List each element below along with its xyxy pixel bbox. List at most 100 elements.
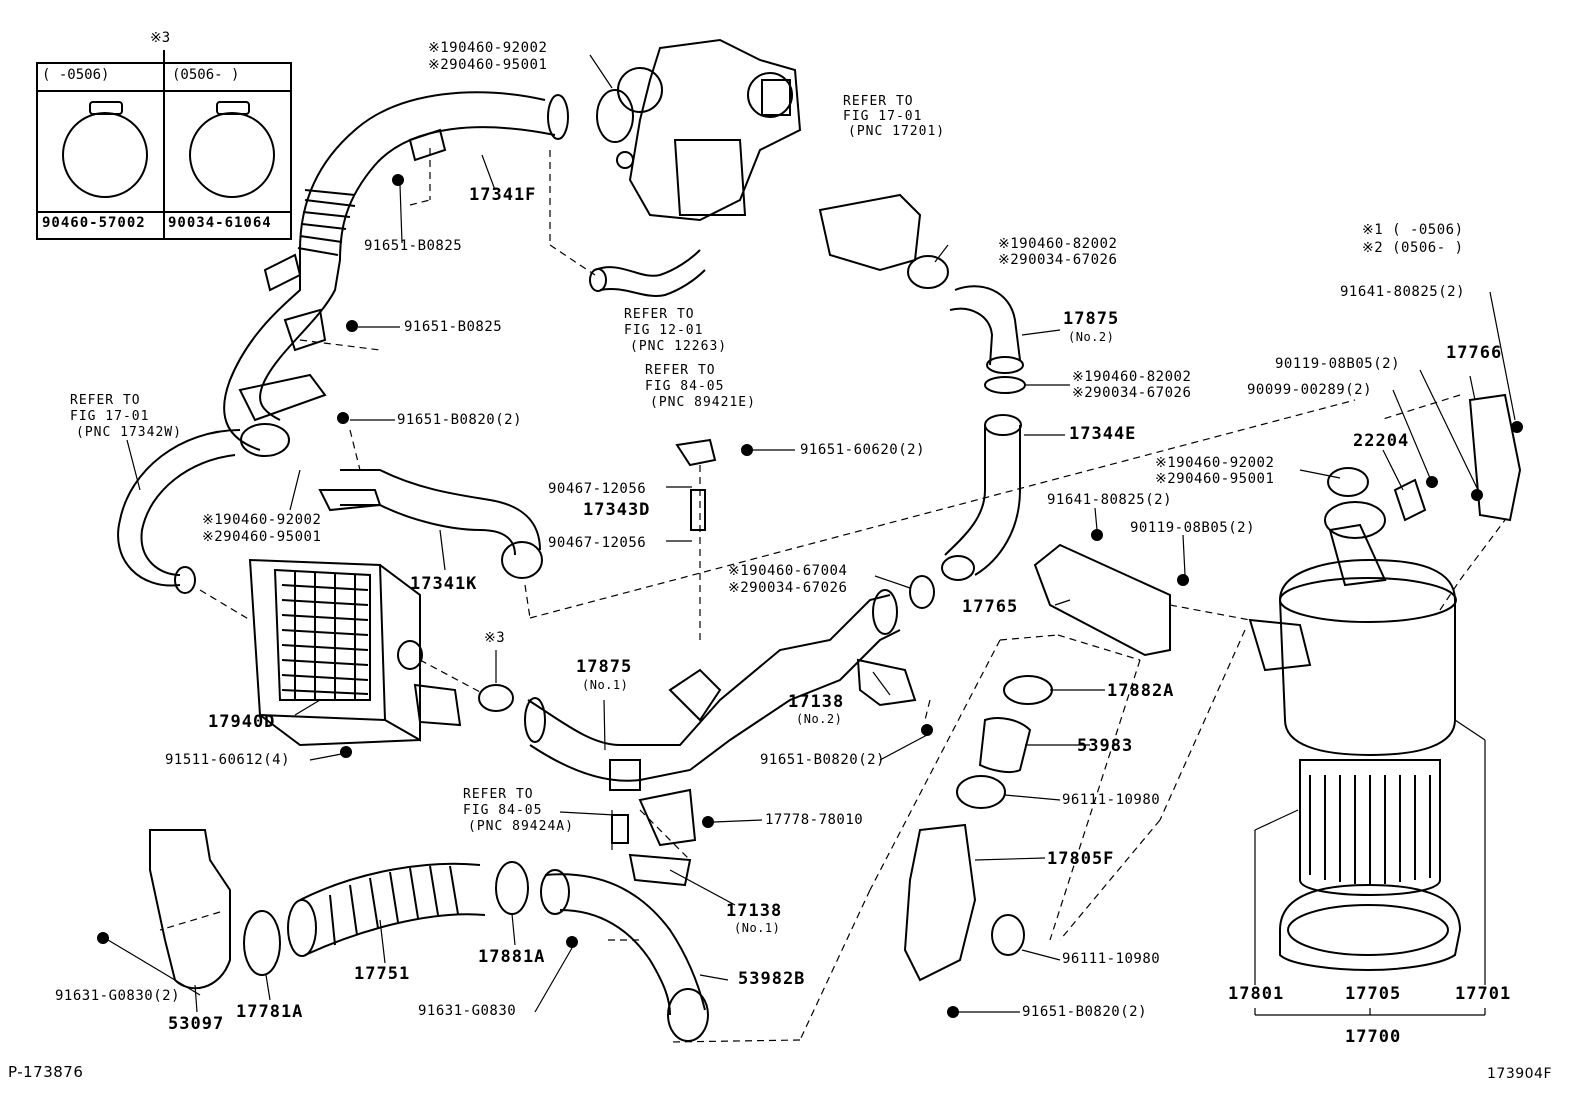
part-17138-no2: 17138: [788, 692, 845, 712]
part-82002-b-1: ※190460-82002: [1072, 369, 1192, 385]
part-90119-08B05-top: 90119-08B05(2): [1275, 356, 1401, 372]
part-91631-G0830: 91631-G0830: [418, 1003, 517, 1019]
hose-17341f: [223, 91, 569, 457]
part-53983: 53983: [1077, 736, 1134, 756]
part-91631-G0830-2: 91631-G0830(2): [55, 988, 181, 1004]
air-cleaner: [1248, 501, 1462, 972]
hose-12263: [594, 249, 706, 297]
clamp-82002-a: [907, 255, 949, 289]
pipe-17341k: [318, 469, 543, 579]
inset-mark: ※3: [150, 30, 171, 46]
part-17781A: 17781A: [236, 1002, 304, 1022]
part-17343D: 17343D: [583, 500, 651, 520]
inset-col2-header: (0506- ): [172, 67, 240, 83]
part-mark3: ※3: [484, 630, 506, 646]
throttle-piece: [818, 193, 922, 272]
ref-84-05-top-l1: REFER TO: [645, 363, 716, 378]
ref-84-05-top-l3: (PNC 89421E): [650, 395, 756, 410]
part-82002-b-2: ※290034-67026: [1072, 385, 1192, 401]
part-17875-no2: 17875: [1063, 309, 1120, 329]
inset-col1-part: 90460-57002: [42, 215, 146, 231]
part-17875-no1-sub: (No.1): [582, 678, 629, 692]
inset-col2-part: 90034-61064: [168, 215, 272, 231]
part-91641-80825-mid: 91641-80825(2): [1047, 492, 1173, 508]
hose-17342w-end: [174, 566, 196, 594]
part-17344E: 17344E: [1069, 424, 1137, 444]
hose-17344e: [944, 425, 1021, 576]
inset-box: [36, 50, 292, 240]
part-17882A: 17882A: [1107, 681, 1175, 701]
clamp-82002-b: [984, 376, 1026, 394]
hose-17343d: [690, 489, 706, 531]
ref-17-01-top-l1: REFER TO: [843, 94, 914, 109]
part-17138-no1: 17138: [726, 901, 783, 921]
ref-84-05-bottom-l3: (PNC 89424A): [468, 819, 574, 834]
hose-17751: [287, 862, 486, 957]
hose-17344e-end: [941, 555, 975, 581]
part-91651-B0825-b: 91651-B0825: [404, 319, 503, 335]
part-17138-no1-sub: (No.1): [734, 921, 781, 935]
ref-12-01-l2: FIG 12-01: [624, 323, 704, 338]
part-clamp-right-1: ※190460-92002: [1155, 455, 1275, 471]
clamp-17881a: [495, 861, 529, 915]
part-clamp-left-2: ※290460-95001: [202, 529, 322, 545]
clamp-mark3: [478, 684, 514, 712]
part-17766: 17766: [1446, 343, 1503, 363]
part-91651-B0820-2-b: 91651-B0820(2): [760, 752, 886, 768]
footer-right: 173904F: [1487, 1066, 1552, 1082]
part-91651-B0820-2-c: 91651-B0820(2): [1022, 1004, 1148, 1020]
elbow-17875-no2: [949, 285, 1021, 366]
clamp-mid: [909, 575, 935, 609]
hose-53982b: [540, 869, 709, 1042]
part-91511: 91511-60612(4): [165, 752, 291, 768]
part-91651-60620: 91651-60620(2): [800, 442, 926, 458]
part-17778: 17778-78010: [765, 812, 864, 828]
part-91651-B0820-2-a: 91651-B0820(2): [397, 412, 523, 428]
clamp-96111-b: [991, 914, 1025, 956]
part-17805F: 17805F: [1047, 849, 1115, 869]
inset-col1-header: ( -0506): [42, 67, 110, 83]
bolts: [97, 174, 1523, 1018]
part-82002-a-2: ※290034-67026: [998, 252, 1118, 268]
part-clamp-top-2: ※290460-95001: [428, 57, 548, 73]
part-53097: 53097: [168, 1014, 225, 1034]
ref-12-01-l1: REFER TO: [624, 307, 695, 322]
hose-17342w: [117, 429, 241, 587]
pipe-17875-no1: [524, 589, 901, 847]
part-22204: 22204: [1353, 431, 1410, 451]
part-17881A: 17881A: [478, 947, 546, 967]
ref-17-01-left-l3: (PNC 17342W): [76, 425, 182, 440]
legend-line2: ※2 (0506- ): [1362, 240, 1464, 256]
elbow-17875-no2-end: [986, 356, 1024, 374]
clamp-top: [596, 89, 634, 143]
sensor-22204: [1393, 478, 1427, 522]
clamp-right: [1327, 467, 1369, 497]
part-17875-no1: 17875: [576, 657, 633, 677]
footer-left: P-173876: [8, 1063, 84, 1081]
part-90467-a: 90467-12056: [548, 481, 647, 497]
part-53982B: 53982B: [738, 969, 806, 989]
part-91651-B0825-a: 91651-B0825: [364, 238, 463, 254]
part-17700: 17700: [1345, 1027, 1402, 1047]
part-clamp-right-2: ※290460-95001: [1155, 471, 1275, 487]
part-90099: 90099-00289(2): [1247, 382, 1373, 398]
hose-17344e-top: [984, 414, 1022, 436]
short-hose-left: [238, 373, 327, 422]
turbocharger: [616, 38, 802, 222]
part-17751: 17751: [354, 964, 411, 984]
sensor-89421e: [675, 438, 717, 467]
duct-53097: [149, 829, 231, 990]
part-17341F: 17341F: [469, 185, 537, 205]
bracket-17766: [1468, 393, 1522, 522]
part-82002-a-1: ※190460-82002: [998, 236, 1118, 252]
dashed-lines: [159, 148, 1506, 1043]
ref-12-01-l3: (PNC 12263): [630, 339, 728, 354]
part-17705: 17705: [1345, 984, 1402, 1004]
bracket-17138-no2: [856, 658, 917, 707]
resonator-17805f: [903, 823, 977, 982]
ref-84-05-bottom-l2: FIG 84-05: [463, 803, 543, 818]
part-17875-no2-sub: (No.2): [1068, 330, 1115, 344]
part-90467-b: 90467-12056: [548, 535, 647, 551]
grommet-53983: [978, 717, 1032, 774]
